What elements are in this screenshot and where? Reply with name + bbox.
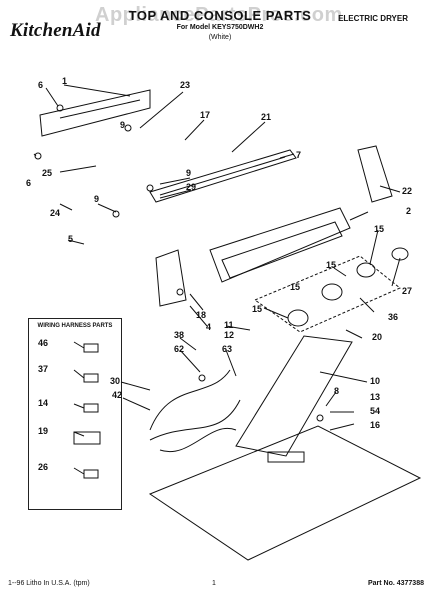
callout-20: 20 [372, 332, 382, 342]
print-note: 1--96 Litho In U.S.A. (tpm) [8, 580, 90, 587]
knob-4 [391, 247, 409, 261]
control-panel [209, 207, 351, 283]
end-cap-left [155, 249, 187, 307]
knob-1 [287, 309, 309, 327]
callout-16: 16 [370, 420, 380, 430]
wiring-harness [149, 369, 241, 453]
callout-9-right: 9 [120, 120, 125, 130]
knob-2 [321, 283, 343, 301]
callout-10: 10 [370, 376, 380, 386]
top-panel [148, 425, 422, 561]
lint-screen-housing [235, 335, 353, 457]
callout-8: 8 [334, 386, 339, 396]
part-number: Part No. 4377388 [367, 580, 424, 587]
callout-2: 2 [406, 206, 411, 216]
console-back-bracket [149, 149, 297, 203]
document-type: ELECTRIC DRYER [338, 14, 408, 23]
callout-1: 1 [62, 76, 67, 86]
end-cap-right [357, 145, 393, 203]
callout-15-d: 15 [252, 304, 262, 314]
callout-54: 54 [370, 406, 380, 416]
wiring-harness-box: WIRING HARNESS PARTS [28, 318, 122, 510]
knob-3 [356, 262, 376, 278]
callout-25: 25 [42, 168, 52, 178]
callout-7: 7 [296, 150, 301, 160]
model-subtitle: For Model KEYS750DWH2 [176, 24, 264, 31]
callout-18: 18 [196, 310, 206, 320]
callout-4: 4 [206, 322, 211, 332]
callout-17: 17 [200, 110, 210, 120]
control-panel-face [221, 221, 343, 279]
callout-26: 26 [38, 462, 48, 472]
callout-15-a: 15 [374, 224, 384, 234]
callout-15-c: 15 [290, 282, 300, 292]
wiring-harness-title: WIRING HARNESS PARTS [37, 323, 113, 329]
callout-42: 42 [112, 390, 122, 400]
callout-14: 14 [38, 398, 48, 408]
page-number: 1 [212, 580, 216, 587]
callout-13: 13 [370, 392, 380, 402]
callout-21: 21 [261, 112, 271, 122]
rear-console-panel [39, 89, 151, 137]
callout-9-lower: 9 [94, 194, 99, 204]
callout-15-b: 15 [326, 260, 336, 270]
callout-24: 24 [50, 208, 60, 218]
callout-27: 27 [402, 286, 412, 296]
lint-filter-slot [267, 451, 305, 463]
callout-37: 37 [38, 364, 48, 374]
callout-63: 63 [222, 344, 232, 354]
callout-6-bottom: 6 [26, 178, 31, 188]
callout-30: 30 [110, 376, 120, 386]
callout-12: 12 [224, 330, 234, 340]
callout-36: 36 [388, 312, 398, 322]
color-subtitle: (White) [208, 34, 232, 41]
callout-29: 29 [186, 182, 196, 192]
callout-6-top: 6 [38, 80, 43, 90]
callout-38: 38 [174, 330, 184, 340]
callout-62: 62 [174, 344, 184, 354]
brand-logo: KitchenAid [10, 20, 101, 41]
callout-22: 22 [402, 186, 412, 196]
page-title: TOP AND CONSOLE PARTS [128, 8, 312, 23]
callout-5: 5 [68, 234, 73, 244]
callout-11: 11 [224, 320, 234, 330]
watermark-text: AppliancePartsPros.com [95, 4, 343, 26]
callout-9-upper: 9 [186, 168, 191, 178]
callout-19: 19 [38, 426, 48, 436]
callout-46: 46 [38, 338, 48, 348]
callout-23: 23 [180, 80, 190, 90]
